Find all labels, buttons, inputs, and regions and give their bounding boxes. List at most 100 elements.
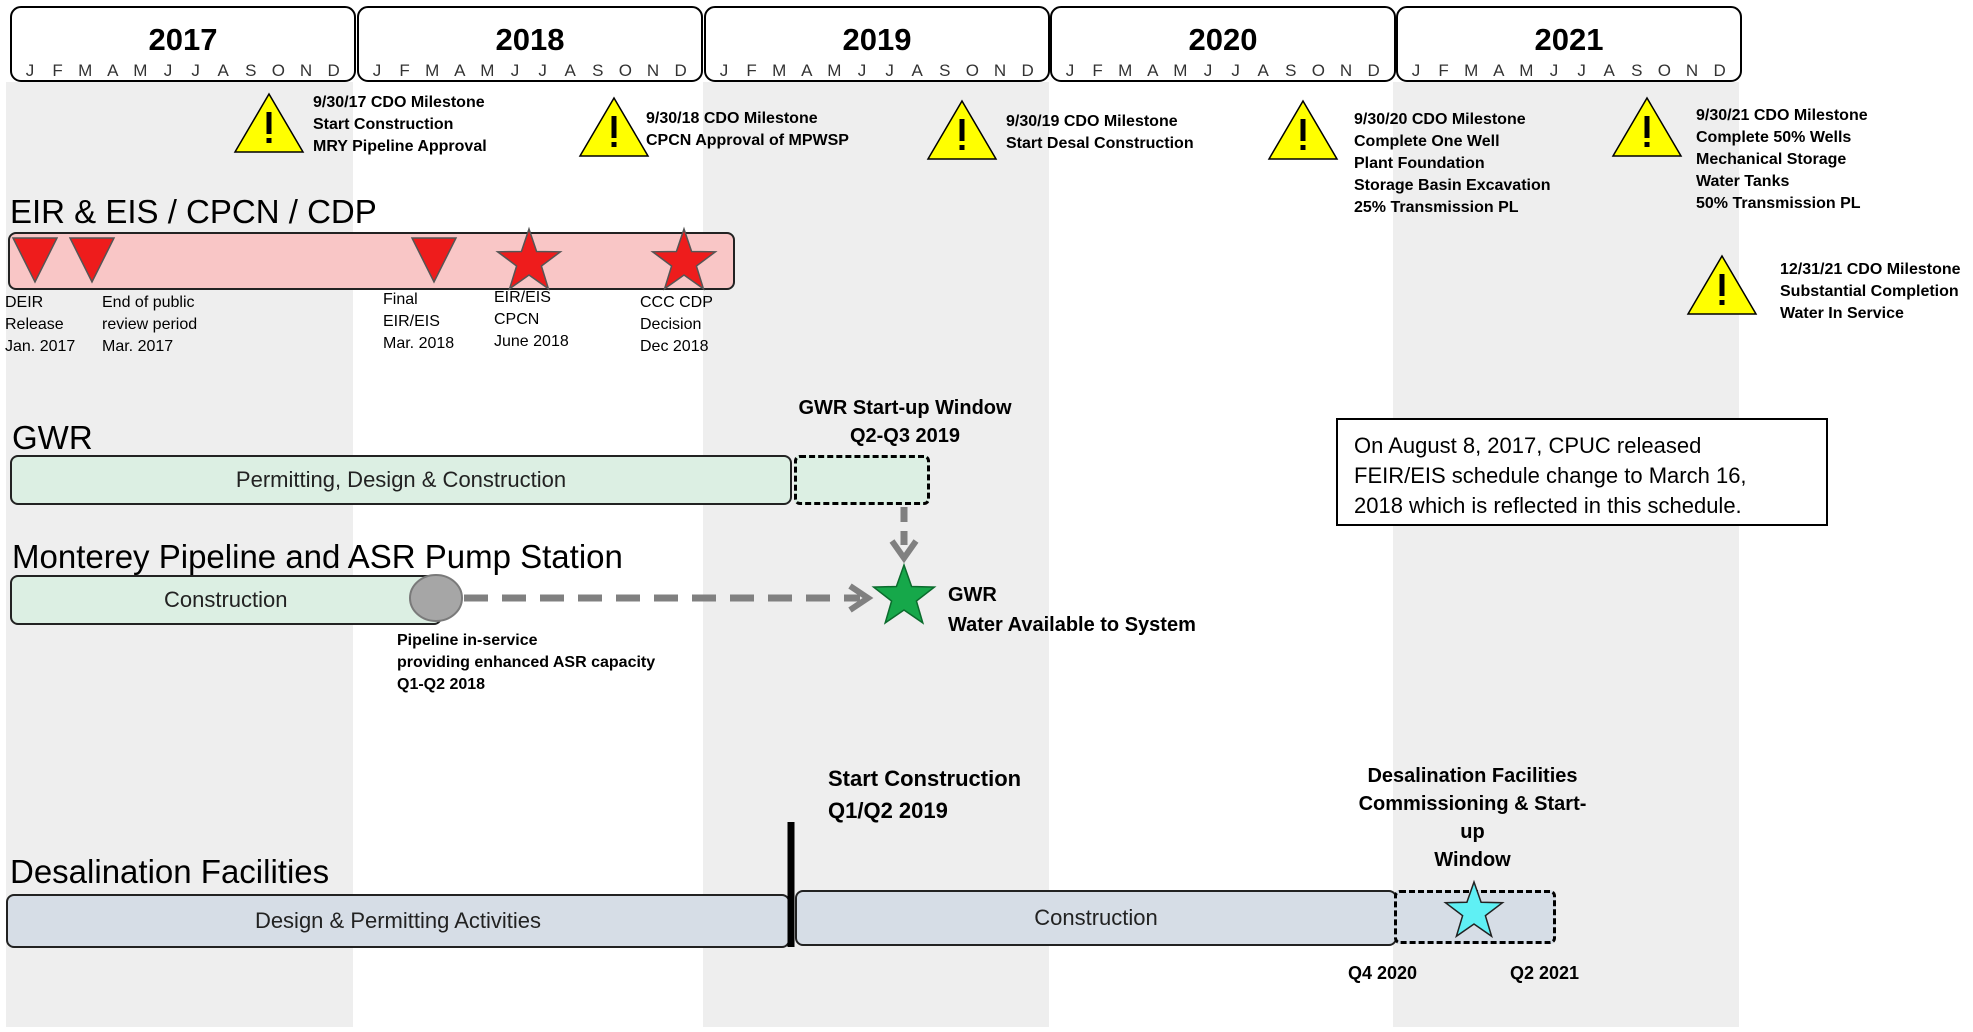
eir-star-marker xyxy=(650,226,718,291)
eir-star-marker xyxy=(495,226,563,291)
desal-construction-bar: Construction xyxy=(795,890,1397,946)
month-letter: O xyxy=(1657,61,1671,80)
month-letter: D xyxy=(327,61,340,80)
month-letter: A xyxy=(1257,61,1269,80)
year-label: 2019 xyxy=(842,22,912,57)
warning-icon xyxy=(926,99,998,160)
gwr-water-available-star xyxy=(871,562,937,625)
month-letter: M xyxy=(827,61,842,80)
cdo-warning-icons xyxy=(233,92,1758,315)
month-letter: A xyxy=(1147,61,1159,80)
month-letter: J xyxy=(719,61,729,80)
month-letter: J xyxy=(1577,61,1586,80)
gwr-section-title: GWR xyxy=(12,419,93,456)
desal-q4-2020-label: Q4 2020 xyxy=(1348,963,1418,983)
month-letter: N xyxy=(1339,61,1353,80)
month-letter: S xyxy=(1631,61,1643,80)
month-letter: A xyxy=(217,61,229,80)
month-letter: S xyxy=(1285,61,1297,80)
month-letter: D xyxy=(1367,61,1380,80)
eir-triangle-marker xyxy=(410,237,458,284)
pipeline-section-title: Monterey Pipeline and ASR Pump Station xyxy=(12,538,623,575)
month-letter: J xyxy=(1231,61,1240,80)
warning-icon xyxy=(578,96,650,157)
month-letter: J xyxy=(191,61,200,80)
pipeline-in-service-note: Pipeline in-service providing enhanced A… xyxy=(397,632,656,693)
month-letter: J xyxy=(1549,61,1559,80)
eir-process-bar xyxy=(8,232,735,290)
year-column-shade-2019 xyxy=(703,82,1049,1027)
month-letter: A xyxy=(107,61,119,80)
desal-q2-2021-label: Q2 2021 xyxy=(1510,963,1580,983)
month-letter: M xyxy=(425,61,440,80)
month-letter: J xyxy=(538,61,547,80)
gwr-down-arrow-head xyxy=(889,539,919,564)
pipeline-arrow-head xyxy=(848,583,874,613)
desal-section-title: Desalination Facilities xyxy=(10,853,330,890)
month-letter: J xyxy=(1203,61,1213,80)
month-letter: S xyxy=(939,61,951,80)
month-letter: S xyxy=(245,61,257,80)
eir-milestone-markers xyxy=(11,226,718,291)
eir-milestone-label-cdp: CCC CDP Decision Dec 2018 xyxy=(640,294,713,355)
month-letter: A xyxy=(564,61,576,80)
month-letter: M xyxy=(480,61,495,80)
month-letter: J xyxy=(857,61,867,80)
month-letter: F xyxy=(399,61,410,80)
month-letter: N xyxy=(993,61,1007,80)
cdo-milestone-2021-dec: 12/31/21 CDO Milestone Substantial Compl… xyxy=(1780,261,1961,322)
desal-commissioning-label: Desalination Facilities Commissioning & … xyxy=(1358,765,1587,871)
month-letter: O xyxy=(618,61,632,80)
month-letter: F xyxy=(1438,61,1449,80)
year-label: 2017 xyxy=(148,22,218,57)
year-label: 2018 xyxy=(495,22,565,57)
month-letter: N xyxy=(1685,61,1699,80)
month-letter: F xyxy=(746,61,757,80)
eir-triangle-marker xyxy=(68,237,116,284)
eir-milestone-label-deir: DEIR Release Jan. 2017 xyxy=(5,294,76,355)
pipeline-construction-bar: Construction xyxy=(10,575,442,625)
month-letter: A xyxy=(454,61,466,80)
desal-start-construction-label: Start Construction Q1/Q2 2019 xyxy=(828,766,1022,823)
desal-design-permitting-bar: Design & Permitting Activities xyxy=(6,894,790,948)
cdo-milestone-2019: 9/30/19 CDO Milestone Start Desal Constr… xyxy=(1006,113,1194,152)
pipeline-in-service-circle xyxy=(409,574,463,622)
month-letter: A xyxy=(1603,61,1615,80)
month-letter: F xyxy=(52,61,63,80)
warning-icon xyxy=(1267,99,1339,160)
gwr-startup-window-box xyxy=(794,455,930,505)
month-letter: J xyxy=(25,61,35,80)
eir-section-title: EIR & EIS / CPCN / CDP xyxy=(10,193,377,230)
desal-startup-star xyxy=(1443,879,1505,939)
month-letter: N xyxy=(646,61,660,80)
cdo-milestone-2017: 9/30/17 CDO Milestone Start Construction… xyxy=(313,94,487,155)
year-column-shade-2021 xyxy=(1393,82,1739,1027)
month-letter: J xyxy=(163,61,173,80)
month-letter: D xyxy=(1713,61,1726,80)
month-letter: A xyxy=(1493,61,1505,80)
month-letter: F xyxy=(1092,61,1103,80)
month-letter: M xyxy=(1519,61,1534,80)
month-letter: A xyxy=(911,61,923,80)
warning-icon xyxy=(233,92,305,153)
month-letter: M xyxy=(1118,61,1133,80)
month-letter: J xyxy=(510,61,520,80)
month-letter: O xyxy=(271,61,285,80)
month-letter: J xyxy=(885,61,894,80)
month-letter: M xyxy=(1464,61,1479,80)
year-label: 2020 xyxy=(1188,22,1258,57)
month-letter: D xyxy=(1021,61,1034,80)
month-letter: N xyxy=(299,61,313,80)
month-letter: M xyxy=(1173,61,1188,80)
cdo-milestone-2021-sep: 9/30/21 CDO Milestone Complete 50% Wells… xyxy=(1696,107,1868,212)
